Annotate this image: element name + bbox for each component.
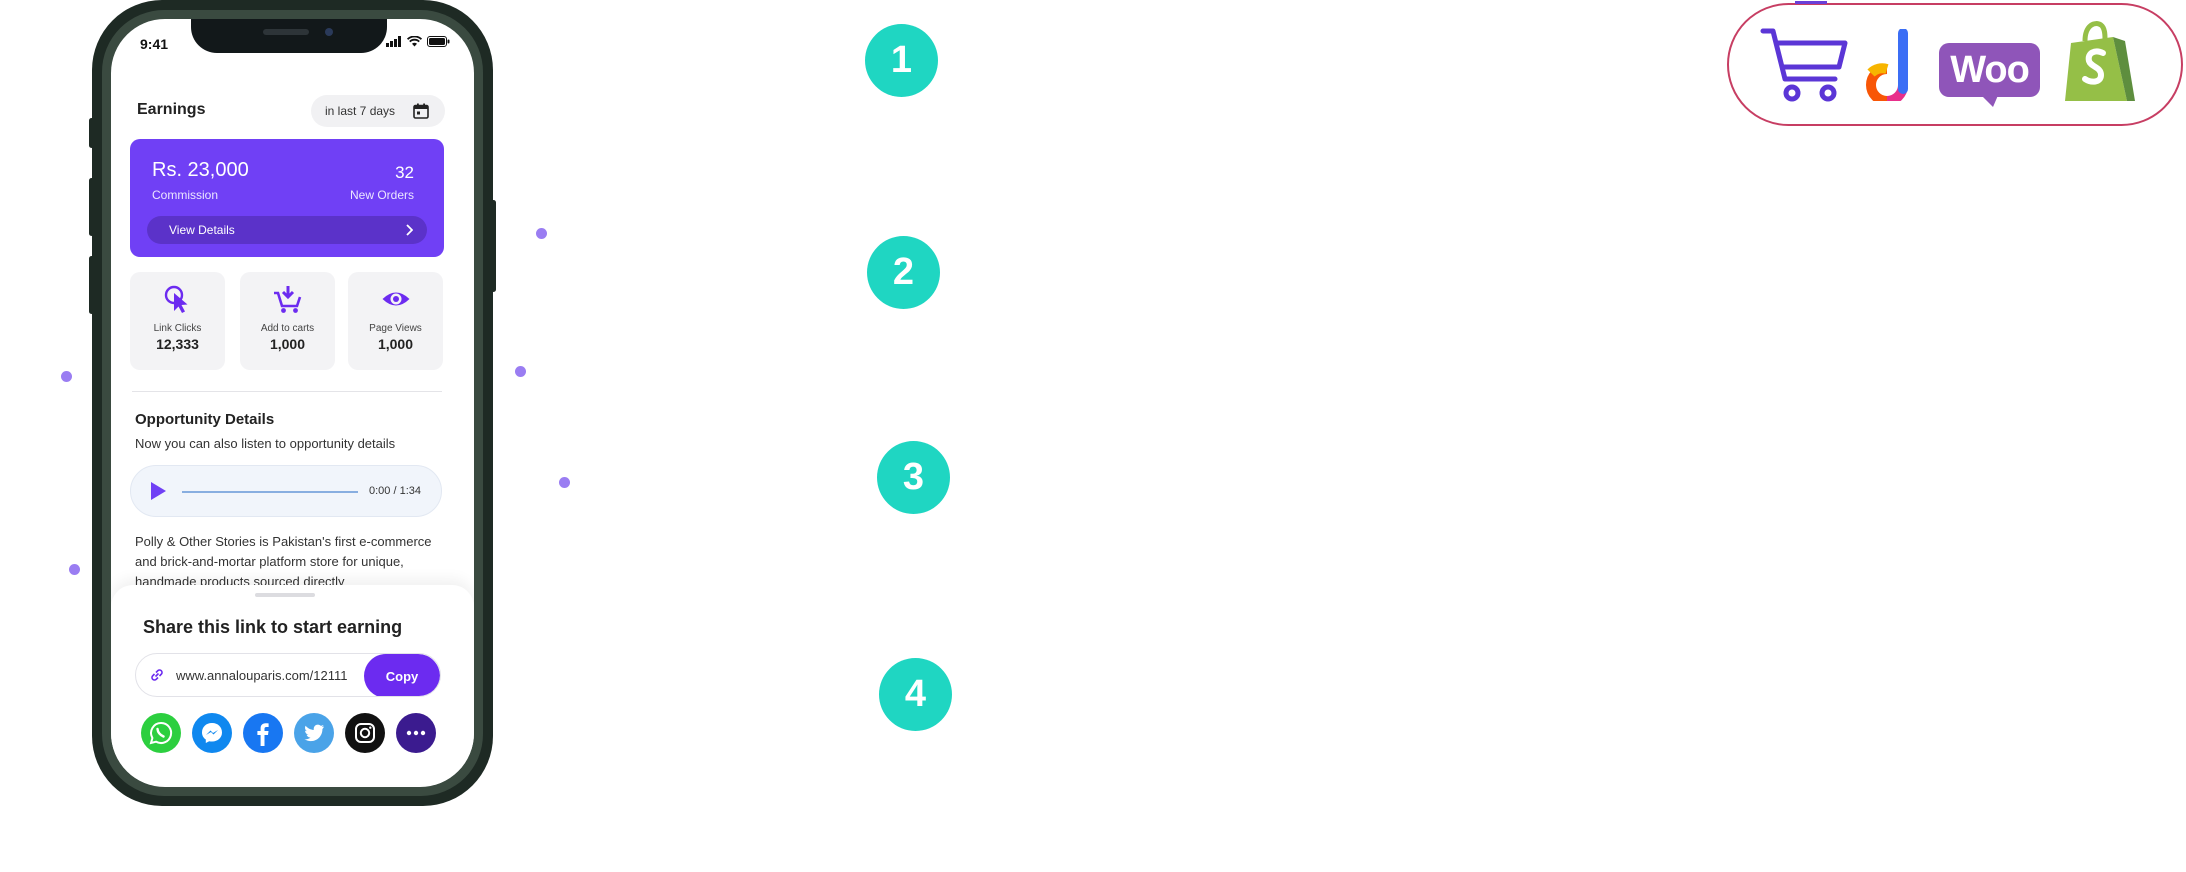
- step-3-badge: 3: [877, 441, 950, 514]
- decor-dot: [61, 371, 72, 382]
- audio-time: 0:00 / 1:34: [369, 485, 421, 497]
- status-time: 9:41: [140, 36, 169, 52]
- decor-dot: [69, 564, 80, 575]
- daraz-logo-icon: [1866, 29, 1908, 101]
- signal-icon: [386, 36, 401, 47]
- phone-side-button: [89, 256, 94, 314]
- orders-label: New Orders: [349, 188, 414, 202]
- messenger-icon[interactable]: [192, 713, 232, 753]
- phone-side-button: [89, 118, 94, 148]
- woocommerce-tail-icon: [1979, 93, 1999, 107]
- phone-side-button: [89, 178, 94, 236]
- copy-button[interactable]: Copy: [364, 654, 440, 696]
- instagram-icon[interactable]: [345, 713, 385, 753]
- integration-logos: Woo: [1727, 1, 2183, 126]
- stat-value: 12,333: [156, 336, 199, 352]
- share-url: www.annalouparis.com/12111: [176, 668, 348, 683]
- eye-icon: [382, 292, 409, 306]
- decor-dot: [559, 477, 570, 488]
- battery-icon: [427, 36, 450, 47]
- wifi-icon: [407, 36, 422, 47]
- status-icons: [386, 36, 450, 47]
- commission-label: Commission: [152, 188, 219, 202]
- social-share-row: [141, 713, 436, 753]
- stat-page-views: Page Views 1,000: [348, 272, 443, 370]
- divider: [132, 391, 442, 392]
- whatsapp-icon[interactable]: [141, 713, 181, 753]
- phone-bezel: 9:41 Earnings in last 7 days Rs. 23,000 …: [102, 10, 483, 796]
- stat-value: 1,000: [269, 336, 306, 352]
- shopify-bag-icon: [2065, 21, 2135, 101]
- earnings-title: Earnings: [137, 101, 206, 118]
- calendar-icon: [413, 103, 429, 119]
- link-icon: [151, 669, 163, 681]
- more-icon[interactable]: [396, 713, 436, 753]
- phone-notch: [191, 19, 387, 53]
- phone-mockup: 9:41 Earnings in last 7 days Rs. 23,000 …: [89, 0, 496, 806]
- share-sheet: Share this link to start earning www.ann…: [111, 585, 474, 785]
- sheet-handle[interactable]: [255, 593, 315, 597]
- step-1-badge: 1: [865, 24, 938, 97]
- stat-label: Link Clicks: [153, 323, 202, 334]
- chevron-right-icon: [406, 224, 413, 236]
- date-filter[interactable]: in last 7 days: [311, 95, 445, 127]
- twitter-icon[interactable]: [294, 713, 334, 753]
- stat-label: Page Views: [369, 323, 422, 334]
- stat-add-to-carts: Add to carts 1,000: [240, 272, 335, 370]
- opportunity-title: Opportunity Details: [135, 411, 275, 428]
- audio-player: 0:00 / 1:34: [130, 465, 442, 517]
- woocommerce-logo: Woo: [1939, 43, 2040, 97]
- phone-screen: 9:41 Earnings in last 7 days Rs. 23,000 …: [111, 19, 474, 787]
- view-details-label: View Details: [169, 223, 235, 237]
- share-title: Share this link to start earning: [143, 617, 403, 637]
- decor-dot: [536, 228, 547, 239]
- stat-label: Add to carts: [260, 323, 315, 334]
- shopping-cart-icon: [1760, 28, 1848, 102]
- step-2-badge: 2: [867, 236, 940, 309]
- play-icon[interactable]: [151, 482, 166, 500]
- speaker-grille: [263, 29, 309, 35]
- opportunity-subtitle: Now you can also listen to opportunity d…: [135, 436, 396, 451]
- date-filter-label: in last 7 days: [325, 104, 396, 118]
- view-details-button[interactable]: View Details: [147, 216, 427, 244]
- orders-count: 32: [395, 163, 414, 182]
- commission-amount: Rs. 23,000: [152, 159, 249, 181]
- cart-add-icon: [273, 286, 301, 313]
- stat-link-clicks: Link Clicks 12,333: [130, 272, 225, 370]
- cursor-click-icon: [164, 285, 187, 313]
- camera-icon: [325, 28, 333, 36]
- earnings-card: Rs. 23,000 Commission 32 New Orders View…: [130, 139, 444, 257]
- opportunity-description: Polly & Other Stories is Pakistan's firs…: [135, 534, 432, 589]
- audio-progress-track[interactable]: [182, 491, 358, 493]
- stat-value: 1,000: [377, 336, 414, 352]
- decor-dot: [515, 366, 526, 377]
- decor-dash: [1795, 1, 1827, 4]
- share-link-field[interactable]: www.annalouparis.com/12111 Copy: [135, 653, 441, 697]
- phone-power-button: [491, 200, 496, 292]
- step-4-badge: 4: [879, 658, 952, 731]
- facebook-icon[interactable]: [243, 713, 283, 753]
